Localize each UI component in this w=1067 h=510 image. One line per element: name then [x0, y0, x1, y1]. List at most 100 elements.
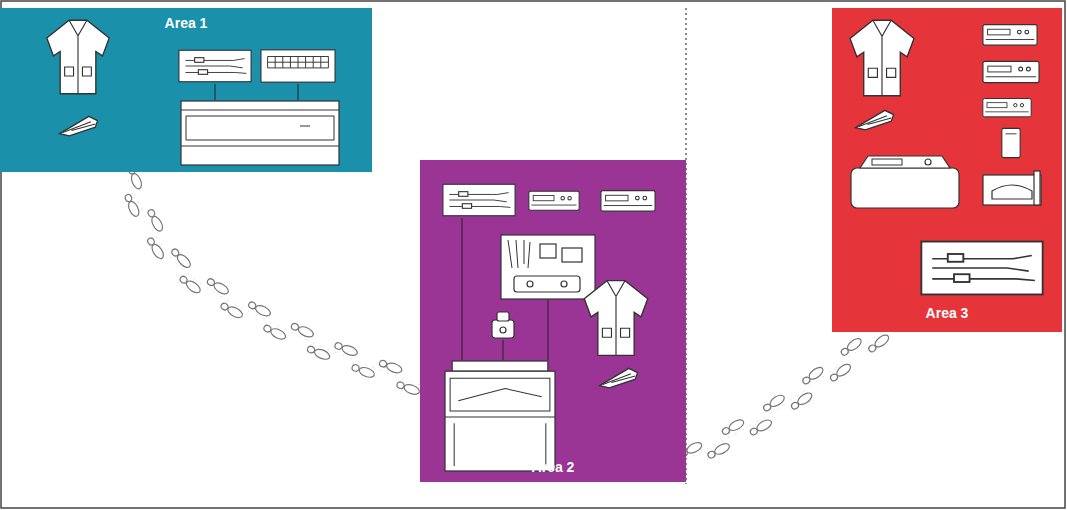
footprint: [749, 418, 774, 437]
lab-coat: [584, 281, 647, 356]
gel-tank: [983, 171, 1041, 205]
footprint-heel: [206, 278, 215, 287]
footprint-sole: [254, 303, 272, 318]
lab-device: [1002, 128, 1020, 157]
area-panel: Area 3: [832, 8, 1062, 332]
footprint-sole: [385, 361, 403, 375]
footprint-heel: [840, 347, 850, 356]
goggles: [856, 110, 894, 129]
footprint-sole: [341, 344, 359, 358]
footprint: [867, 333, 891, 354]
work-cabinet: [181, 101, 339, 165]
footprint-sole: [297, 325, 315, 339]
lab-device: [983, 25, 1037, 46]
footprint-heel: [248, 301, 257, 310]
footprint: [351, 363, 376, 379]
footprint-heel: [179, 275, 189, 284]
footprint-heel: [146, 237, 155, 247]
footprint-sole: [313, 347, 331, 361]
footprint: [762, 393, 786, 413]
footprint-trail: [123, 165, 421, 396]
footprint-sole: [358, 366, 376, 380]
footprint: [219, 301, 244, 320]
pipette-set: [179, 50, 251, 81]
area-label: Area 1: [165, 15, 208, 31]
footprint: [721, 418, 746, 437]
footprint-sole: [403, 383, 421, 396]
safety-cabinet: [445, 361, 555, 471]
footprint: [123, 193, 141, 218]
footprint-heel: [124, 193, 133, 202]
footprint-trail: [679, 332, 891, 460]
footprint-heel: [351, 364, 360, 373]
footprint-sole: [126, 200, 140, 218]
footprint-heel: [379, 359, 388, 368]
label-row: Area 2: [420, 458, 686, 476]
tube-kit: [501, 235, 595, 299]
footprint-heel: [307, 345, 316, 354]
lab-device: [983, 61, 1039, 82]
footprint: [146, 208, 165, 233]
footprint: [170, 247, 193, 270]
footprint: [306, 344, 331, 361]
footprint: [247, 300, 272, 318]
area-equipment: [832, 8, 1062, 332]
pipette-set: [921, 242, 1042, 295]
tube-rack: [261, 50, 335, 82]
area-panel: Area 1: [0, 8, 372, 172]
area-label: Area 3: [926, 305, 969, 321]
label-row: Area 3: [832, 304, 1062, 322]
area-panel: Area 2: [420, 160, 686, 482]
lab-coat: [850, 20, 914, 95]
footprint: [801, 365, 825, 386]
footprint-heel: [290, 322, 299, 331]
footprint: [829, 362, 853, 383]
footprint: [839, 336, 863, 357]
footprint-heel: [220, 302, 229, 311]
area-equipment: [420, 160, 686, 482]
footprint: [178, 274, 202, 295]
footprint-sole: [129, 172, 143, 190]
footprint-heel: [802, 376, 812, 385]
footprint: [290, 321, 315, 339]
footprint: [706, 441, 731, 460]
thermal-cycler: [851, 156, 959, 208]
footprint-heel: [396, 381, 405, 389]
area-equipment: [0, 8, 372, 172]
lab-device: [601, 191, 655, 212]
footprint: [334, 341, 359, 358]
footprint-heel: [790, 401, 800, 410]
footprint: [146, 236, 166, 260]
footprint-heel: [829, 373, 839, 382]
footprint-heel: [868, 344, 878, 353]
lab-device: [529, 191, 579, 210]
area-label: Area 2: [532, 459, 575, 475]
footprint: [790, 391, 814, 412]
footprint: [206, 277, 231, 296]
footprint-heel: [263, 324, 272, 333]
footprint-heel: [171, 248, 181, 258]
footprint-heel: [707, 450, 716, 459]
label-row: Area 1: [0, 14, 372, 32]
footprint-heel: [721, 426, 730, 435]
footprint-sole: [685, 440, 703, 455]
goggles: [60, 116, 98, 135]
trail-path: [686, 332, 882, 460]
footprint-heel: [334, 342, 343, 351]
footprint-heel: [147, 209, 156, 218]
footprint: [396, 380, 421, 396]
footprint-sole: [226, 305, 244, 320]
footprint: [378, 358, 403, 374]
trail-path: [125, 172, 420, 385]
pipette-set: [443, 184, 515, 215]
goggles: [600, 368, 638, 388]
footprint-heel: [749, 427, 758, 436]
footprint-sole: [269, 327, 287, 342]
lab-device: [983, 99, 1031, 117]
vortex-mixer: [492, 312, 514, 338]
connector-tick: [215, 84, 298, 100]
footprint: [262, 323, 287, 341]
connector-tick: [462, 218, 548, 360]
